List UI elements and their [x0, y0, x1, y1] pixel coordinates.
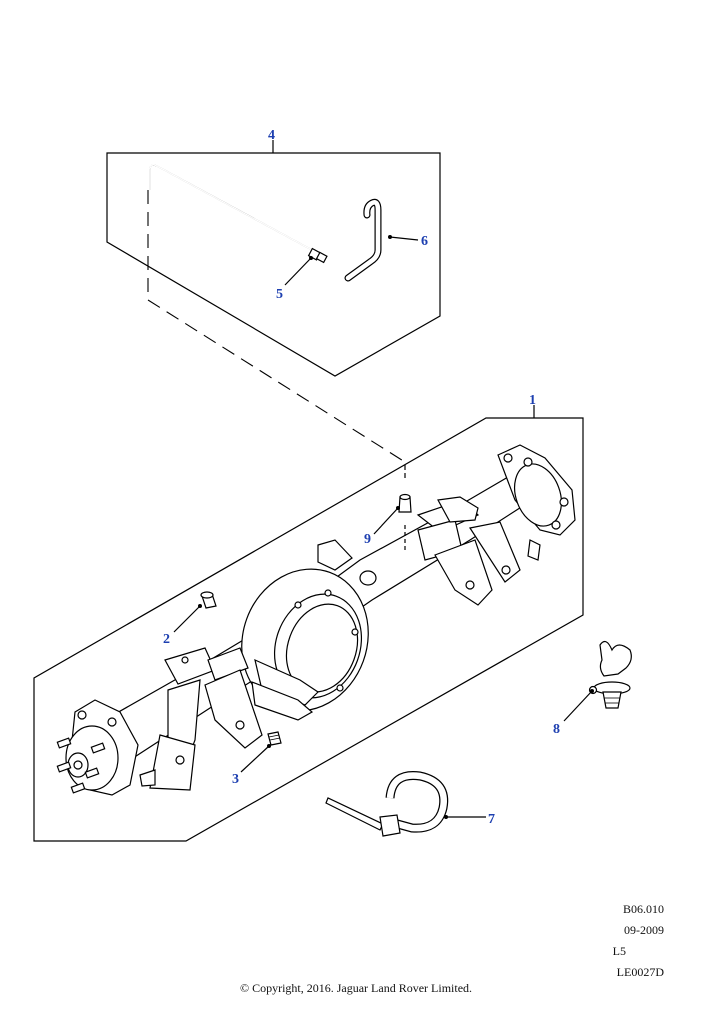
- callout-5[interactable]: 5: [276, 287, 283, 302]
- axle-frame-1: [33, 417, 584, 842]
- diagram-code: LE0027D: [616, 965, 664, 979]
- bush-9: [398, 493, 412, 552]
- axle-housing: [56, 444, 576, 796]
- hose-6: [344, 198, 382, 282]
- diagram-level: L5: [612, 944, 626, 958]
- diagram-date: 09-2009: [624, 923, 664, 937]
- leader-lines: [173, 140, 594, 819]
- callout-3[interactable]: 3: [232, 772, 239, 787]
- callout-8[interactable]: 8: [553, 722, 560, 737]
- breather-pipe: [149, 164, 328, 264]
- diagram-ref: B06.010: [622, 902, 664, 916]
- clip-8: [588, 640, 632, 709]
- copyright-notice: © Copyright, 2016. Jaguar Land Rover Lim…: [239, 981, 473, 995]
- callout-4[interactable]: 4: [268, 128, 275, 143]
- callout-7[interactable]: 7: [488, 812, 495, 827]
- callout-6[interactable]: 6: [421, 234, 428, 249]
- assembly-dashed-line: [147, 190, 406, 463]
- callout-2[interactable]: 2: [163, 632, 170, 647]
- plug-2: [200, 591, 217, 609]
- plug-3: [267, 731, 282, 746]
- callout-1[interactable]: 1: [529, 393, 536, 408]
- callout-9[interactable]: 9: [364, 532, 371, 547]
- kit-4-frame: [106, 152, 441, 377]
- cable-tie-7: [325, 770, 449, 837]
